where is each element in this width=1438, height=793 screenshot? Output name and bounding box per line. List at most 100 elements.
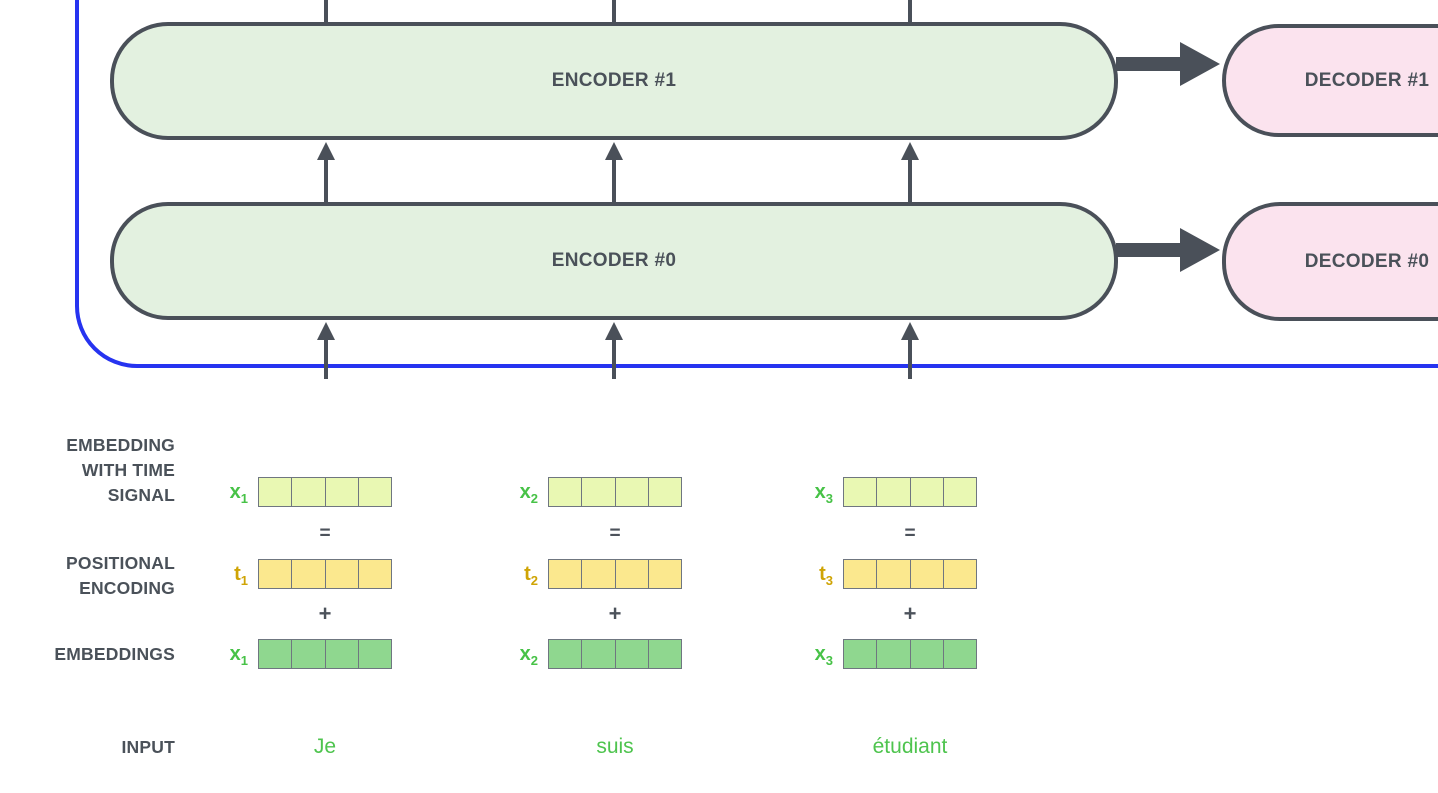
equals-operator: =	[319, 523, 331, 544]
vector-cell	[259, 478, 293, 506]
up-arrow-icon	[605, 142, 623, 160]
vector-subscript: 2	[530, 653, 538, 668]
plus-operator: +	[608, 601, 622, 626]
vector-cell	[910, 478, 944, 506]
up-arrow-icon	[605, 322, 623, 340]
vector-cell	[582, 560, 616, 588]
vector-cell	[910, 560, 944, 588]
positional-vector-label: t1	[200, 559, 248, 596]
label-line: SIGNAL	[107, 485, 175, 505]
time-signal-vector	[843, 477, 977, 507]
vector-cell	[877, 560, 911, 588]
vector-cell	[877, 640, 911, 668]
up-arrow-icon	[901, 142, 919, 160]
positional-encoding-section-label: POSITIONAL ENCODING	[0, 551, 175, 601]
vector-cell	[549, 478, 583, 506]
vector-symbol: t	[524, 563, 531, 585]
vector-subscript: 3	[825, 573, 833, 588]
vector-cell	[844, 478, 878, 506]
encoder-to-decoder-arrow-shaft	[1116, 243, 1182, 257]
input-word: suis	[596, 735, 634, 758]
time-signal-section-label: EMBEDDING WITH TIME SIGNAL	[0, 433, 175, 508]
vector-cell	[943, 640, 976, 668]
encoder-1-box: ENCODER #1	[110, 22, 1118, 140]
vector-symbol: x	[229, 481, 241, 503]
embedding-vector-label: x1	[200, 639, 248, 676]
vector-cell	[943, 560, 976, 588]
plus-operator: +	[318, 601, 332, 626]
vector-cell	[358, 640, 391, 668]
vector-symbol: t	[819, 563, 826, 585]
vector-symbol: x	[814, 643, 826, 665]
encoder-0-box: ENCODER #0	[110, 202, 1118, 320]
time-signal-vector-label: x2	[490, 477, 538, 514]
vector-cell	[615, 478, 649, 506]
label-line: ENCODING	[79, 578, 175, 598]
up-arrow-icon	[317, 142, 335, 160]
time-signal-vector	[258, 477, 392, 507]
up-arrow-shaft	[612, 337, 616, 379]
vector-cell	[648, 640, 681, 668]
vector-cell	[292, 478, 326, 506]
up-arrow-shaft	[908, 157, 912, 202]
vector-subscript: 3	[825, 653, 833, 668]
time-signal-vector	[548, 477, 682, 507]
up-arrow-shaft	[324, 337, 328, 379]
vector-cell	[325, 478, 359, 506]
vector-cell	[358, 478, 391, 506]
embedding-vector-label: x3	[785, 639, 833, 676]
vector-subscript: 1	[240, 653, 248, 668]
vector-cell	[648, 478, 681, 506]
label-line: WITH TIME	[81, 460, 175, 480]
up-arrow-shaft	[612, 157, 616, 202]
encoder-output-line	[908, 0, 912, 26]
decoder-1-label: DECODER #1	[1304, 69, 1430, 91]
positional-encoding-vector	[258, 559, 392, 589]
up-arrow-icon	[317, 322, 335, 340]
vector-cell	[549, 640, 583, 668]
vector-subscript: 3	[825, 491, 833, 506]
vector-cell	[582, 478, 616, 506]
input-section-label: INPUT	[121, 737, 175, 757]
vector-cell	[292, 560, 326, 588]
label-line: POSITIONAL	[66, 553, 175, 573]
time-signal-vector-label: x1	[200, 477, 248, 514]
equals-operator: =	[609, 523, 621, 544]
up-arrow-shaft	[324, 157, 328, 202]
encoder-to-decoder-arrow-icon	[1180, 42, 1220, 86]
vector-subscript: 1	[240, 491, 248, 506]
equals-operator: =	[904, 523, 916, 544]
vector-cell	[582, 640, 616, 668]
encoder-to-decoder-arrow-icon	[1180, 228, 1220, 272]
embedding-vector-label: x2	[490, 639, 538, 676]
positional-vector-label: t2	[490, 559, 538, 596]
vector-cell	[615, 560, 649, 588]
input-word: étudiant	[872, 735, 948, 758]
embedding-vector	[843, 639, 977, 669]
vector-symbol: x	[519, 643, 531, 665]
vector-cell	[325, 640, 359, 668]
up-arrow-shaft	[908, 337, 912, 379]
input-word: Je	[313, 735, 337, 758]
vector-cell	[648, 560, 681, 588]
vector-cell	[358, 560, 391, 588]
embedding-vector	[548, 639, 682, 669]
embeddings-section-label: EMBEDDINGS	[54, 644, 175, 664]
encoder-output-line	[324, 0, 328, 26]
label-line: EMBEDDING	[66, 435, 175, 455]
encoder-stack-frame	[75, 0, 1438, 368]
vector-symbol: x	[814, 481, 826, 503]
vector-cell	[325, 560, 359, 588]
encoder-1-label: ENCODER #1	[551, 70, 677, 91]
decoder-0-label: DECODER #0	[1304, 250, 1430, 272]
up-arrow-icon	[901, 322, 919, 340]
vector-cell	[943, 478, 976, 506]
vector-cell	[259, 560, 293, 588]
plus-operator: +	[903, 601, 917, 626]
vector-cell	[615, 640, 649, 668]
vector-symbol: t	[234, 563, 241, 585]
embedding-vector	[258, 639, 392, 669]
positional-encoding-vector	[548, 559, 682, 589]
vector-cell	[844, 560, 878, 588]
